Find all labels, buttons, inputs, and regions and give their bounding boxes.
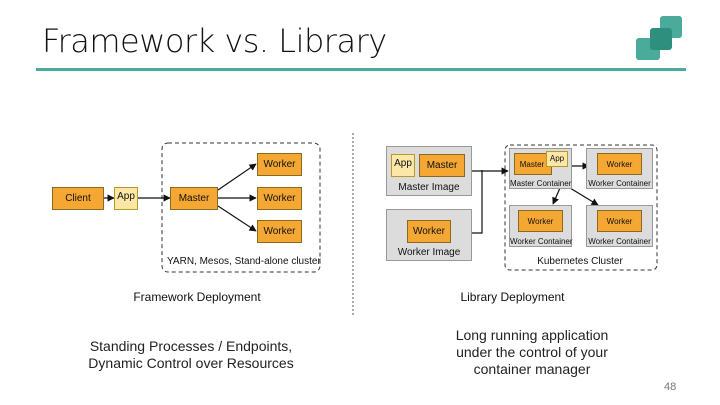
worker-box: Worker (407, 220, 451, 243)
master-label: Master (426, 160, 458, 171)
worker-label: Worker (263, 226, 296, 237)
worker-box: Worker (597, 210, 642, 232)
worker-label: Worker (263, 193, 296, 204)
slide-title: Framework vs. Library (42, 22, 387, 60)
master-label: Master (178, 193, 210, 204)
worker-label: Worker (263, 159, 296, 170)
worker-image: Worker Worker Image (386, 209, 472, 261)
logo-icon (636, 16, 682, 60)
worker-label: Worker (606, 160, 633, 169)
library-description: Long running application under the contr… (422, 327, 642, 378)
arrow-master-worker-3 (217, 205, 257, 232)
worker-container-label: Worker Container (510, 237, 573, 246)
app-label: App (549, 154, 565, 163)
worker-label: Worker (412, 226, 446, 237)
master-label: Master (519, 160, 545, 169)
master-container-label: Master Container (510, 179, 572, 188)
worker-box: Worker (257, 220, 302, 243)
description-line: Long running application (455, 327, 609, 343)
worker-container: Worker Worker Container (509, 205, 573, 247)
worker-box: Worker (257, 153, 302, 176)
arrow-mc-wc3 (569, 187, 599, 206)
client-label: Client (65, 193, 91, 204)
app-box: App (114, 187, 138, 210)
client-box: Client (52, 187, 104, 210)
framework-cluster-border (161, 142, 321, 273)
k8s-cluster-border (504, 144, 658, 271)
description-line: Standing Processes / Endpoints, (89, 338, 293, 354)
title-underline (36, 68, 686, 71)
master-image-label: Master Image (398, 182, 460, 193)
app-box: App (546, 151, 568, 167)
worker-container: Worker Worker Container (586, 205, 653, 247)
worker-box: Worker (518, 210, 563, 232)
app-label: App (394, 158, 412, 169)
framework-cluster-label: YARN, Mesos, Stand-alone cluster (167, 256, 321, 267)
arrow-mc-wc2 (552, 187, 561, 205)
worker-box: Worker (257, 187, 302, 210)
k8s-cluster-label: Kubernetes Cluster (537, 256, 623, 267)
master-box: Master (419, 154, 465, 177)
arrow-workerimage-join (471, 170, 483, 234)
master-image: App Master Master Image (386, 146, 472, 196)
worker-container-label: Worker Container (588, 237, 651, 246)
app-label: App (117, 191, 135, 202)
master-box: Master (170, 187, 218, 210)
worker-label: Worker (606, 217, 633, 226)
worker-label: Worker (527, 217, 554, 226)
page-number: 48 (664, 381, 677, 393)
framework-caption: Framework Deployment (133, 290, 261, 304)
library-caption: Library Deployment (460, 290, 565, 304)
worker-box: Worker (597, 153, 642, 175)
worker-container-label: Worker Container (588, 179, 651, 188)
worker-container: Worker Worker Container (586, 148, 653, 189)
description-line: under the control of your (456, 344, 608, 360)
description-line: container manager (473, 361, 591, 377)
master-container: Master App Master Container (509, 148, 572, 189)
worker-image-label: Worker Image (397, 247, 461, 258)
framework-description: Standing Processes / Endpoints, Dynamic … (60, 338, 322, 372)
master-box: Master (514, 153, 552, 175)
description-line: Dynamic Control over Resources (88, 355, 294, 371)
app-box: App (391, 154, 415, 177)
arrow-master-worker-1 (217, 163, 257, 191)
